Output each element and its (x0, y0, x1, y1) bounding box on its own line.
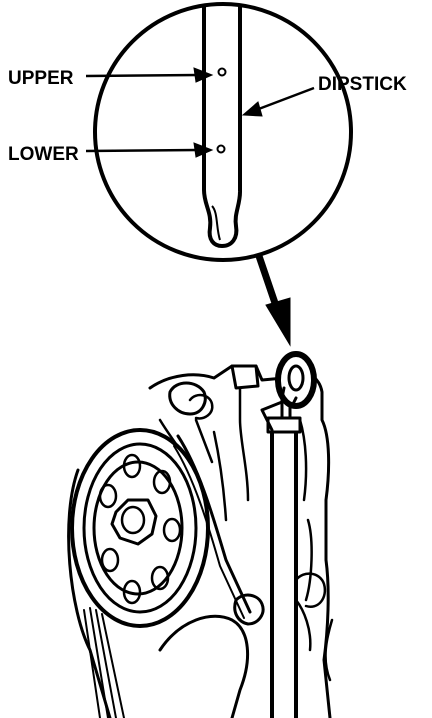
dipstick-tube (270, 428, 298, 718)
lower-boss (294, 572, 327, 609)
drive-belt (67, 468, 112, 718)
pulley-bolt-head (120, 505, 146, 535)
belt-run (176, 434, 252, 614)
upper-level-mark (217, 67, 227, 77)
dipstick-bracket (260, 400, 284, 432)
crank-pulley-face (92, 460, 184, 596)
dipstick-handle-neck (280, 386, 298, 408)
dipstick-blade-tip (202, 189, 242, 249)
upper-arrowhead (193, 67, 214, 83)
pointer-arrow-shaft (255, 254, 280, 308)
dipstick-tip-shading (211, 205, 221, 241)
engine-detail-right (294, 418, 313, 652)
sensor-housing (230, 364, 260, 390)
detail-circle (93, 2, 353, 262)
upper-leader-line (85, 73, 199, 78)
pulley-hole (122, 453, 142, 479)
dipstick-leader-line (255, 86, 315, 112)
crank-pulley-rim (82, 442, 198, 614)
leader-arrows (85, 67, 315, 347)
pulley-hole (98, 483, 118, 509)
pulley-hole (162, 517, 182, 543)
belt-run-inner (173, 445, 245, 619)
sensor-wire (238, 386, 250, 502)
pulley-center-bolt (110, 498, 158, 546)
upper-label: UPPER (8, 68, 74, 89)
pulley-hole (100, 547, 120, 573)
drive-belt-ribs (83, 607, 125, 718)
lower-level-mark (216, 144, 226, 154)
engine-top-bump (168, 381, 207, 416)
lower-leader-line (85, 148, 199, 153)
engine-boss-1 (188, 393, 214, 420)
pulley-hole (150, 565, 170, 591)
engine-illustration (67, 351, 334, 718)
dipstick-arrowhead (241, 101, 263, 117)
right-edge-detail (324, 618, 334, 682)
lower-arrowhead (193, 142, 214, 158)
pulley-hole (152, 469, 172, 495)
lower-label: LOWER (8, 144, 79, 165)
dipstick-label: DIPSTICK (318, 74, 407, 95)
pointer-arrowhead (265, 297, 291, 347)
engine-block-outline (148, 364, 332, 718)
dipstick-handle-hole (287, 364, 305, 392)
magnified-detail (93, 2, 353, 262)
lower-engine-casing (158, 614, 250, 718)
pulley-hole (122, 579, 142, 605)
